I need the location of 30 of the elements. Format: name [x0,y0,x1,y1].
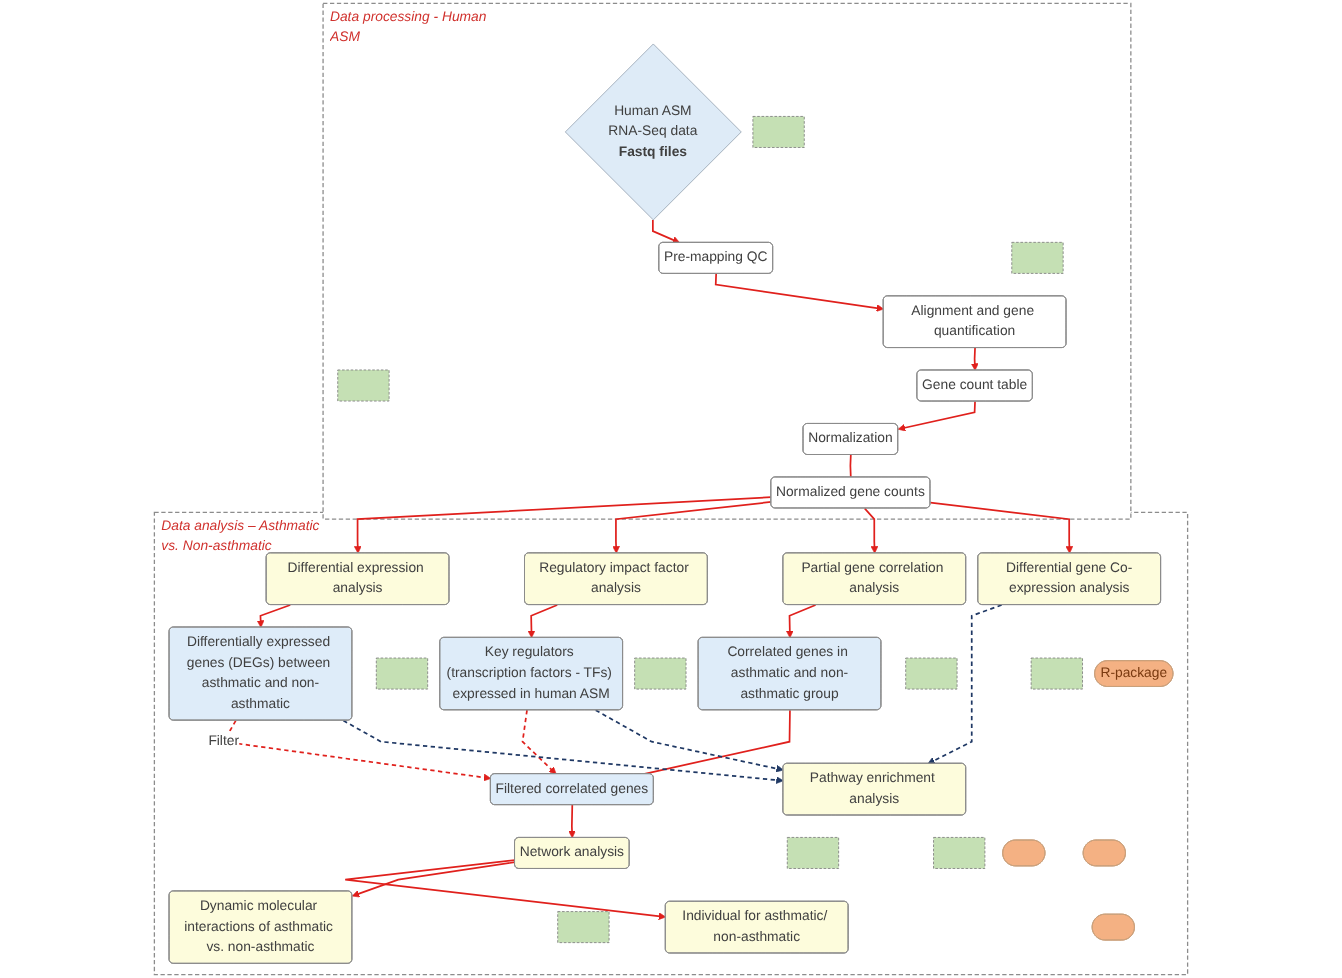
node-box [337,369,390,402]
arrow [344,859,667,920]
arrow [714,272,884,312]
arrow [929,501,1074,554]
arrow [786,604,817,639]
node-box [752,116,805,148]
arrow [351,861,516,898]
node-box [905,657,958,690]
arrow [897,400,976,432]
arrow [521,709,557,775]
connector [849,454,852,479]
node-box [1011,241,1064,274]
node-box [375,657,429,690]
arrow [256,604,292,628]
arrow [863,507,879,554]
connector [642,709,791,775]
arrow [342,719,784,784]
arrow [971,347,979,371]
node-box [933,837,986,869]
node-box [786,837,840,869]
node-box [557,911,610,944]
arrow [568,804,576,839]
node-box [634,657,687,690]
arrow [652,219,680,244]
arrow [353,496,773,554]
arrow [594,709,784,773]
node-box [1030,657,1083,690]
arrow [612,501,773,554]
arrow [927,604,1003,765]
arrow [527,604,559,639]
